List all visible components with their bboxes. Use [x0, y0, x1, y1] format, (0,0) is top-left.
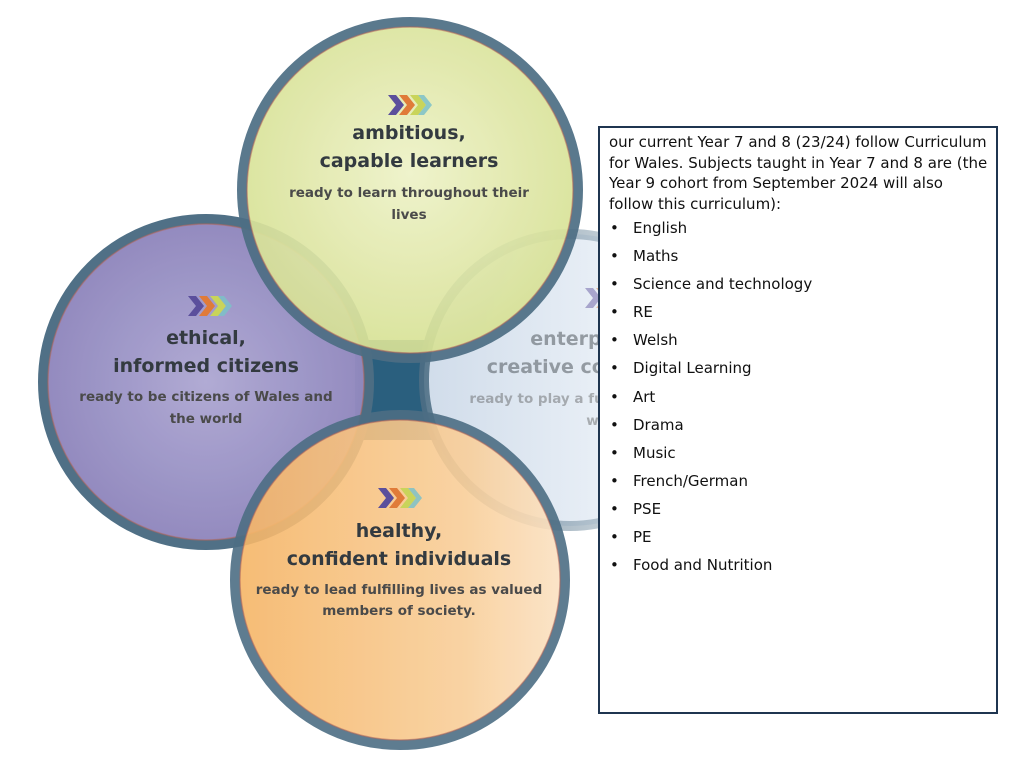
- subjects-textbox: our current Year 7 and 8 (23/24) follow …: [598, 126, 998, 714]
- subjects-list: English Maths Science and technology RE …: [609, 218, 988, 583]
- list-item: Food and Nutrition: [609, 555, 988, 583]
- list-item: Music: [609, 443, 988, 471]
- circle-healthy: healthy, confident individuals ready to …: [230, 410, 570, 750]
- ethical-title-2: informed citizens: [113, 355, 299, 377]
- healthy-sub-1: ready to lead fulfilling lives as valued: [256, 582, 543, 598]
- healthy-sub-2: members of society.: [322, 603, 476, 619]
- healthy-title-1: healthy,: [356, 520, 442, 542]
- list-item: Maths: [609, 246, 988, 274]
- healthy-title-2: confident individuals: [287, 548, 511, 570]
- list-item: PSE: [609, 499, 988, 527]
- ambitious-title-2: capable learners: [320, 150, 499, 172]
- ethical-title-1: ethical,: [166, 327, 246, 349]
- list-item: Art: [609, 387, 988, 415]
- list-item: French/German: [609, 471, 988, 499]
- list-item: RE: [609, 302, 988, 330]
- ambitious-sub-2: lives: [391, 207, 426, 223]
- list-item: Drama: [609, 415, 988, 443]
- ambitious-title-1: ambitious,: [352, 122, 465, 144]
- list-item: English: [609, 218, 988, 246]
- list-item: Digital Learning: [609, 358, 988, 386]
- ambitious-sub-1: ready to learn throughout their: [289, 185, 529, 201]
- list-item: PE: [609, 527, 988, 555]
- ethical-sub-1: ready to be citizens of Wales and: [79, 389, 332, 405]
- intro-text: our current Year 7 and 8 (23/24) follow …: [609, 133, 988, 213]
- list-item: Welsh: [609, 330, 988, 358]
- list-item: Science and technology: [609, 274, 988, 302]
- ethical-sub-2: the world: [170, 411, 243, 427]
- circle-ambitious: ambitious, capable learners ready to lea…: [237, 17, 583, 363]
